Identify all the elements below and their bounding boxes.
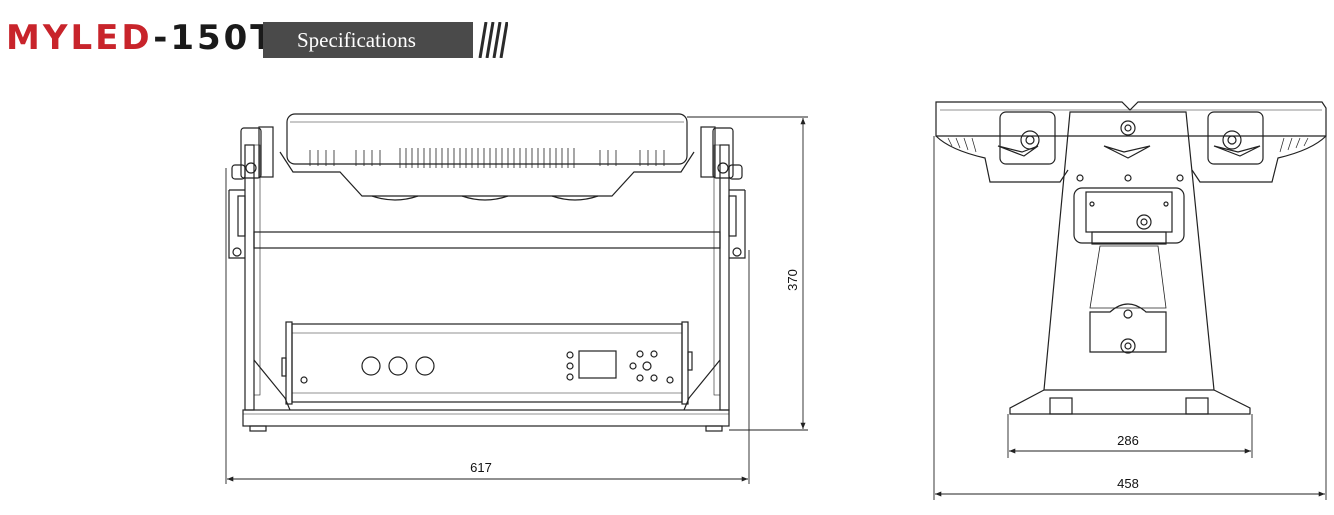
brand-name: MYLED [6,18,154,58]
side-dimensions [933,136,1327,500]
header: MYLED-150T Specifications [6,14,526,58]
front-dimensions [225,116,808,484]
stripes-decoration [478,22,508,58]
dimension-width: 617 [470,460,492,475]
side-view [935,101,1327,415]
dimension-total-depth: 458 [1117,476,1139,491]
dimension-height: 370 [785,269,800,291]
model-number: -150T [153,18,277,58]
front-view [228,113,746,432]
dimension-foot-depth: 286 [1117,433,1139,448]
section-label: Specifications [263,22,473,58]
product-title: MYLED-150T [6,16,276,60]
